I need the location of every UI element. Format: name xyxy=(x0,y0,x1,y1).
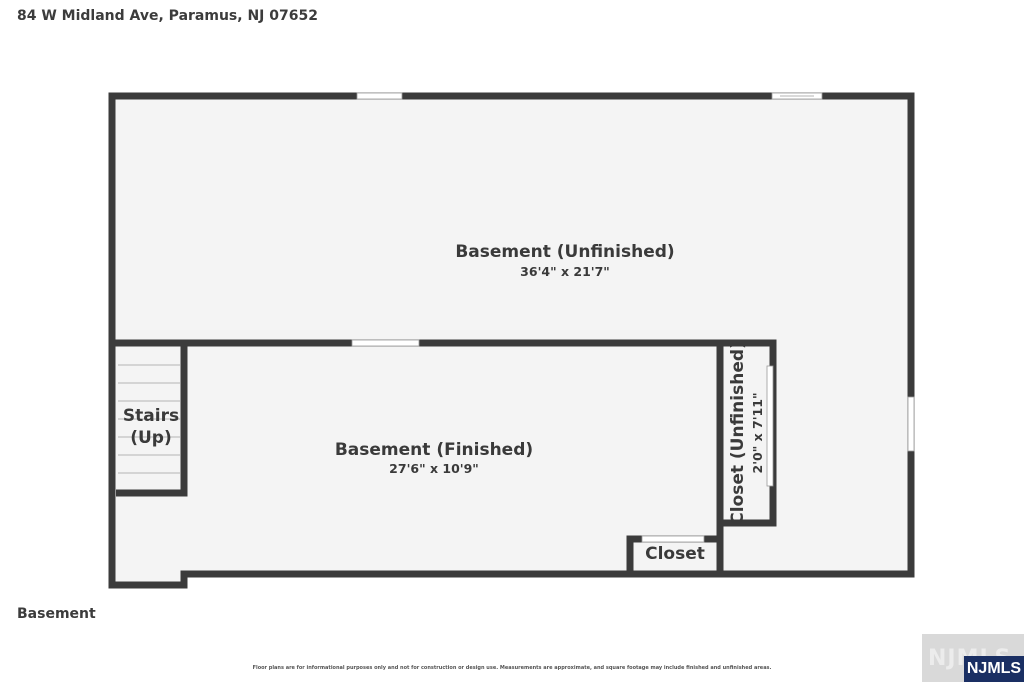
opening-closet-unfinished xyxy=(766,365,774,487)
room-label-closet-unfinished: Closet (Unfinished) xyxy=(728,341,748,525)
window-right xyxy=(907,396,915,452)
stairs-wall xyxy=(116,343,188,497)
floor-fill-stair-notch xyxy=(112,577,184,585)
floor-fill-unfinished xyxy=(112,96,911,344)
room-label-basement-finished: Basement (Finished) xyxy=(335,440,533,460)
disclaimer-text: Floor plans are for informational purpos… xyxy=(252,665,772,671)
room-label-closet: Closet xyxy=(645,544,705,564)
room-label-stairs: Stairs xyxy=(123,406,179,426)
room-dims-closet-unfinished: 2'0" x 7'11" xyxy=(750,393,765,474)
room-label-basement-unfinished: Basement (Unfinished) xyxy=(455,242,674,262)
property-address: 84 W Midland Ave, Paramus, NJ 07652 xyxy=(17,8,318,24)
logo-badge: NJMLS xyxy=(964,656,1024,682)
room-dims-basement-finished: 27'6" x 10'9" xyxy=(389,461,479,476)
floor-label: Basement xyxy=(17,606,96,622)
opening-closet xyxy=(641,535,705,543)
outer-wall xyxy=(108,92,915,589)
floor-fill-finished xyxy=(112,344,911,577)
room-dims-basement-unfinished: 36'4" x 21'7" xyxy=(520,264,610,279)
stair-treads xyxy=(118,364,180,474)
opening-interior xyxy=(351,339,420,347)
room-label-stairs-up: (Up) xyxy=(130,428,172,448)
njmls-logo: NJMLS NJMLS xyxy=(922,634,1024,682)
window-top-left xyxy=(356,92,403,100)
